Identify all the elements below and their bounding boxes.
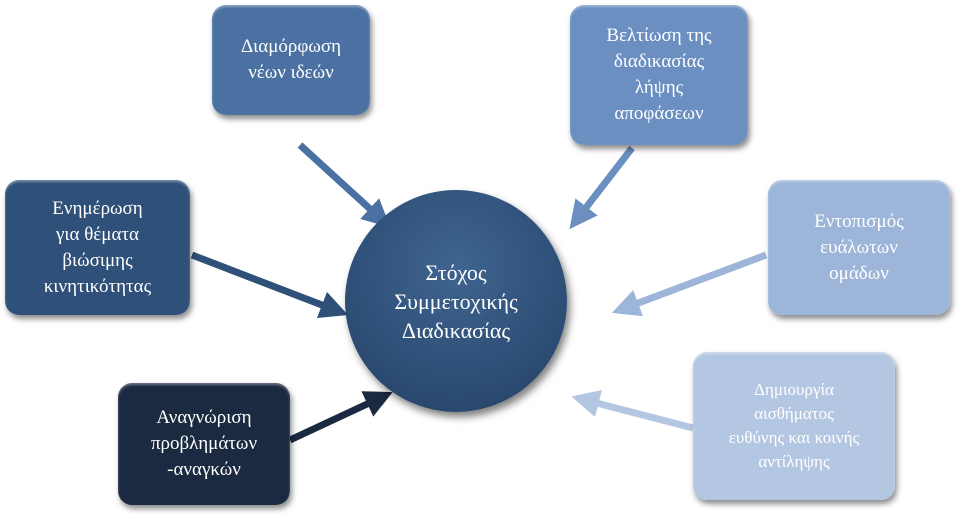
label-line: -αναγκών [167, 459, 241, 480]
label-line: κινητικότητας [43, 275, 152, 297]
label-line: νέων ιδεών [248, 62, 334, 83]
label-line: Διαδικασίας [401, 317, 511, 343]
label-line: βιώσιμης [62, 249, 133, 271]
node-responsibility: Δημιουργία αισθήματος ευθύνης και κοινής αν… [693, 352, 895, 500]
label-line: ευθύνης και κοινής [728, 428, 860, 447]
label-line: Βελτίωση της [606, 25, 712, 46]
arrow-ideas [297, 142, 391, 228]
label-line: Διαμόρφωση [240, 36, 342, 57]
arrow-information [190, 251, 349, 319]
arrow-responsibility [571, 389, 694, 432]
label-line: ευάλωτων [820, 236, 898, 258]
label-line: Εντοπισμός [814, 210, 904, 232]
label-line: Στόχος [425, 259, 487, 285]
label-line: διαδικασίας [613, 51, 705, 72]
arrow-problems [288, 391, 393, 444]
node-decision-making: Βελτίωση της διαδικασίας λήψης αποφάσεων [570, 5, 748, 145]
node-vulnerable-groups: Εντοπισμός ευάλωτων ομάδων [768, 180, 950, 315]
label-line: ομάδων [829, 262, 889, 284]
label-line: προβλημάτων [150, 433, 258, 454]
label-line: λήψης [634, 77, 684, 98]
label-line: αισθήματος [754, 404, 834, 423]
arrow-decisions [569, 145, 635, 230]
node-new-ideas: Διαμόρφωση νέων ιδεών [212, 5, 370, 115]
label-line: Δημιουργία [754, 380, 834, 399]
arrow-vulnerable [611, 251, 768, 317]
node-sustainable-mobility-info: Ενημέρωση για θέματα βιώσιμης κινητικότητας [5, 180, 190, 315]
label-line: για θέματα [55, 223, 140, 245]
label-line: Συμμετοχικής [394, 288, 518, 314]
label-line: αποφάσεων [614, 103, 704, 124]
label-line: Ενημέρωση [52, 197, 143, 219]
node-problems-needs: Αναγνώριση προβλημάτων -αναγκών [118, 383, 290, 505]
label-line: Αναγνώριση [156, 407, 252, 428]
label-line: αντίληψης [758, 452, 830, 471]
